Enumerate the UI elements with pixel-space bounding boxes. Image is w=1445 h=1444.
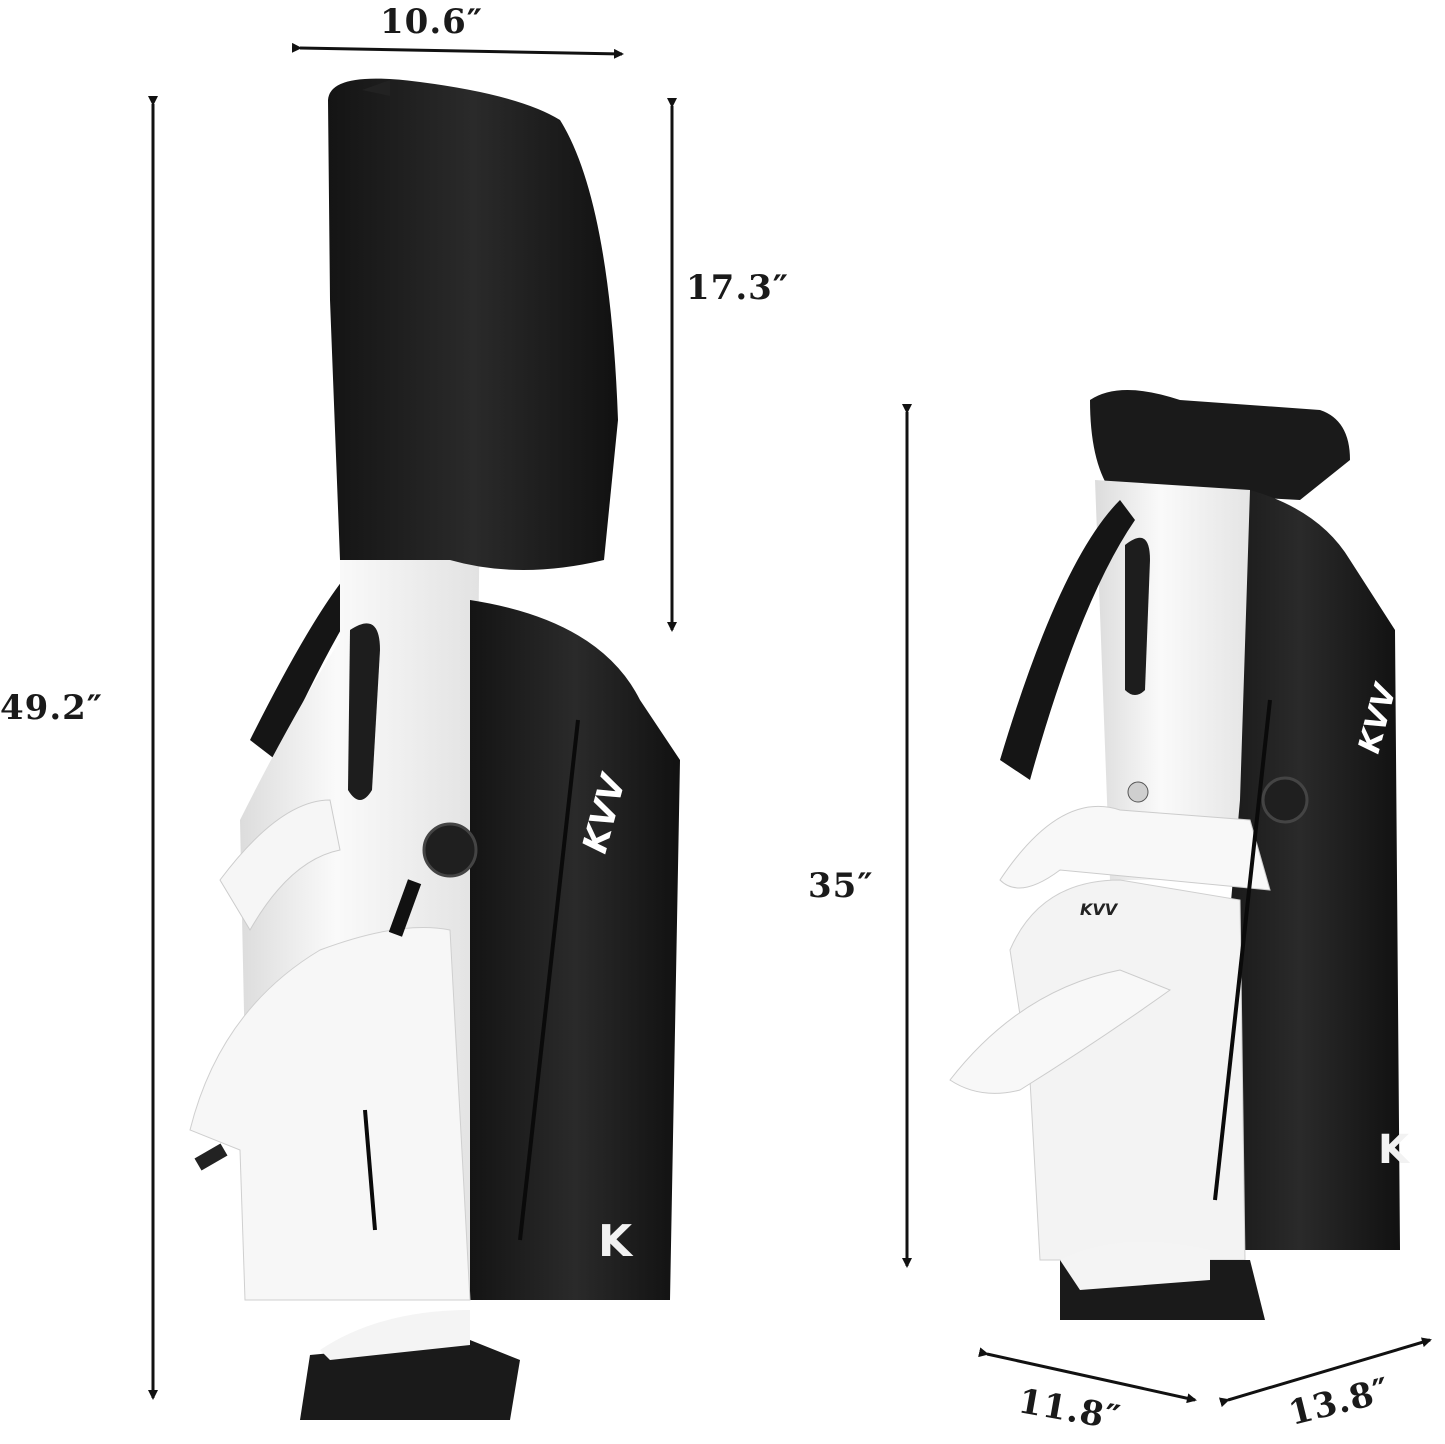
right-bag-illustration: KVV KVV K xyxy=(949,390,1411,1320)
label-height-right: 35″ xyxy=(808,866,874,906)
arrow-depth xyxy=(978,1347,1197,1404)
label-hood-height: 17.3″ xyxy=(686,268,789,308)
label-total-height: 49.2″ xyxy=(0,688,103,728)
arrow-width-right xyxy=(1218,1337,1432,1408)
dimension-arrows xyxy=(148,42,1432,1408)
left-bag-illustration: KVV K xyxy=(189,78,680,1420)
left-bag-monogram: K xyxy=(598,1216,634,1267)
right-bag-monogram: K xyxy=(1378,1127,1411,1173)
label-width-top: 10.6″ xyxy=(380,2,483,42)
right-bag-pouch-wordmark: KVV xyxy=(1080,900,1119,919)
arrow-width-top xyxy=(291,42,624,59)
